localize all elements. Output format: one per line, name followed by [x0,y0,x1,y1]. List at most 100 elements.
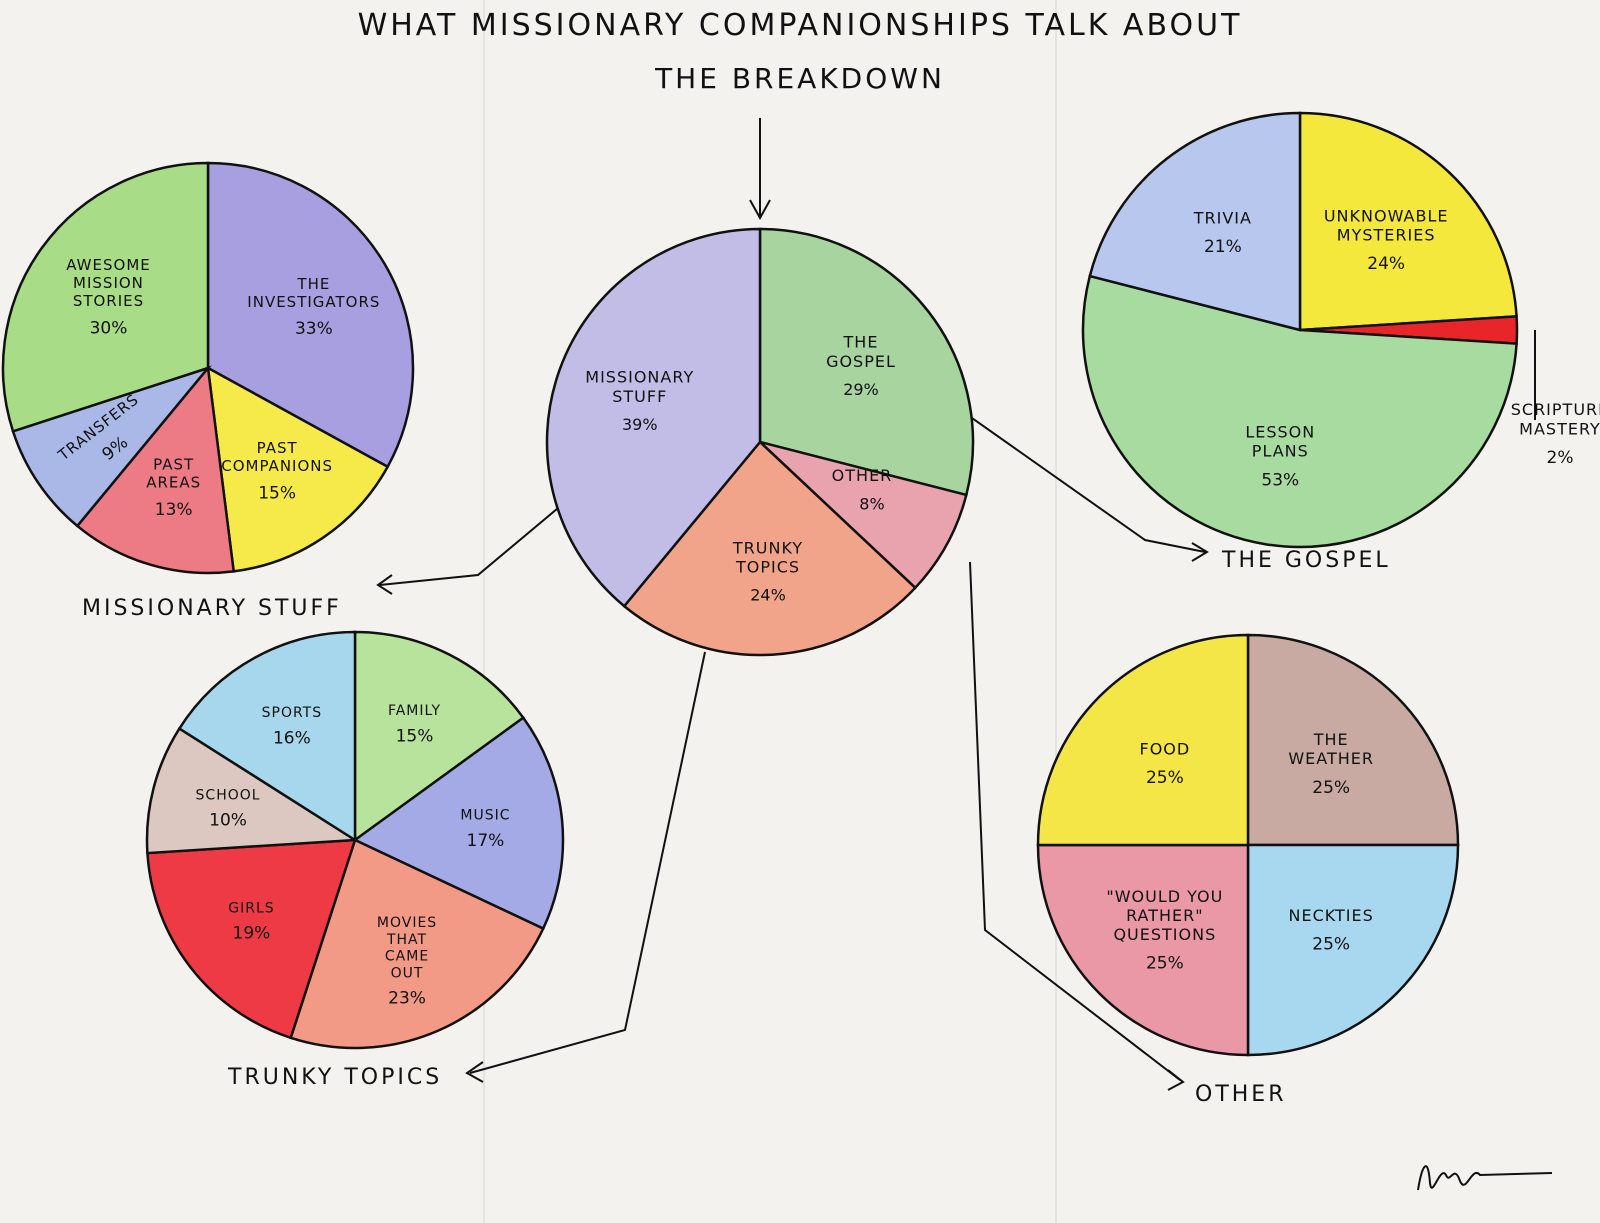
arrow-line [917,379,1206,553]
slice-label: Past [257,439,298,457]
pie-the-gospel: UnknowableMysteries 24% ScriptureMastery 2%… [1081,111,1600,549]
chart-subtitle: The Breakdown [655,62,945,95]
pie-slice [11,365,212,528]
slice-label: Stories [73,292,144,310]
slice-label: Out [391,965,424,981]
pie-slice [1246,633,1460,847]
paper-fold [1055,0,1057,1223]
slice-value-label: 23% [388,989,426,1009]
pie-slice [206,365,390,573]
slice-label: "Would You [1106,887,1223,906]
slice-value-label: 39% [622,415,658,434]
slice-value-label: 53% [1261,470,1299,490]
slice-label: Questions [1113,925,1216,944]
slice-value-label: 24% [750,586,786,605]
slice-label: Sports [262,705,323,721]
slice-value-label: 17% [467,831,505,851]
slice-value-label: 25% [1146,768,1184,788]
slice-label: Stuff [612,387,667,406]
slice-label: Other [832,466,893,485]
slice-value-label: 10% [209,811,247,831]
caption-missionary-stuff: Missionary Stuff [82,596,342,621]
pie-slice [206,161,415,469]
caption-the-gospel: The Gospel [1222,548,1391,573]
slice-value-label: 21% [1204,237,1242,257]
arrowhead [376,574,393,595]
slice-value-label: 19% [233,923,271,943]
slice-label: Lesson [1245,423,1315,442]
slice-label: Past [153,456,194,474]
slice-value-label: 30% [90,318,128,338]
pie-slice [1298,111,1518,332]
caption-trunky-topics: Trunky Topics [228,1065,443,1090]
pie-main: TheGospel29%Other8%TrunkyTopics24%Missio… [545,227,975,657]
pie-slice [622,440,918,657]
slice-value-label: 33% [295,319,333,339]
slice-label: Mission [73,274,144,292]
slice-value-label: 16% [273,728,311,748]
slice-value-label: 15% [396,726,434,746]
pie-slice [1,161,210,433]
pie-slice [545,227,762,608]
slice-label: The [1313,730,1349,749]
slice-label: Plans [1252,442,1309,461]
slice-label: Family [388,703,441,719]
slice-label: Rather" [1126,906,1204,925]
pie-trunky-topics: Family15%Music17%MoviesThatCameOut23%Gir… [145,630,565,1050]
pie-slice [1246,843,1460,1057]
slice-label: Investigators [247,293,380,311]
slice-label: Areas [146,474,201,492]
pie-slice [1036,633,1250,847]
pie-slice [75,364,236,575]
slice-label: Came [385,949,429,965]
arrow-line [469,651,706,1074]
pie-slice [1081,274,1518,549]
slice-value-label: 24% [1367,254,1405,274]
arrowhead [1191,542,1209,562]
slice-label: Gospel [826,352,896,371]
chart-title: What Missionary Companionships Talk Abou… [357,8,1243,43]
slice-label: School [196,787,261,803]
paper-fold [483,0,485,1223]
slice-label: The [843,333,879,352]
pie-slice [353,630,526,843]
pie-slice [289,838,545,1050]
slice-value-label: 2% [1547,448,1574,468]
slice-label: That [386,932,427,948]
pie-slice [758,227,975,497]
signature-mark [1417,1165,1553,1191]
pie-slice [759,440,968,590]
slice-value-label: 15% [258,483,296,503]
slice-label: Food [1139,740,1190,759]
slice-label: Missionary [585,368,694,387]
pie-slice [177,630,357,843]
pie-slice [146,838,357,1040]
slice-label: Unknowable [1324,206,1449,225]
slice-label: Mysteries [1337,226,1436,245]
slice-label: The [296,275,330,293]
slice-label: Trunky [732,539,803,558]
slice-label: Weather [1288,749,1374,768]
slice-label: Movies [377,915,437,931]
pie-other: TheWeather 25% Neckties 25% "Would YouRather… [1036,633,1460,1057]
arrowhead [1167,1069,1185,1091]
slice-label: Topics [735,558,800,577]
arrowhead [749,199,771,221]
slice-label: Neckties [1289,906,1374,925]
slice-label: Scripture [1511,400,1600,419]
slice-value-label: 8% [859,495,884,514]
caption-other: Other [1195,1082,1287,1107]
slice-label: Mastery [1519,419,1600,438]
pie-slice [145,726,359,855]
slice-label: Girls [228,900,274,916]
slice-value-label: 25% [1312,778,1350,798]
arrow-line [969,561,1181,1081]
pie-slice [1036,843,1250,1057]
slice-value-label: 25% [1312,935,1350,955]
slice-value-label: 13% [155,500,193,520]
slice-label: Companions [221,457,333,475]
pie-slice [352,715,565,931]
pie-slice [1088,111,1302,332]
